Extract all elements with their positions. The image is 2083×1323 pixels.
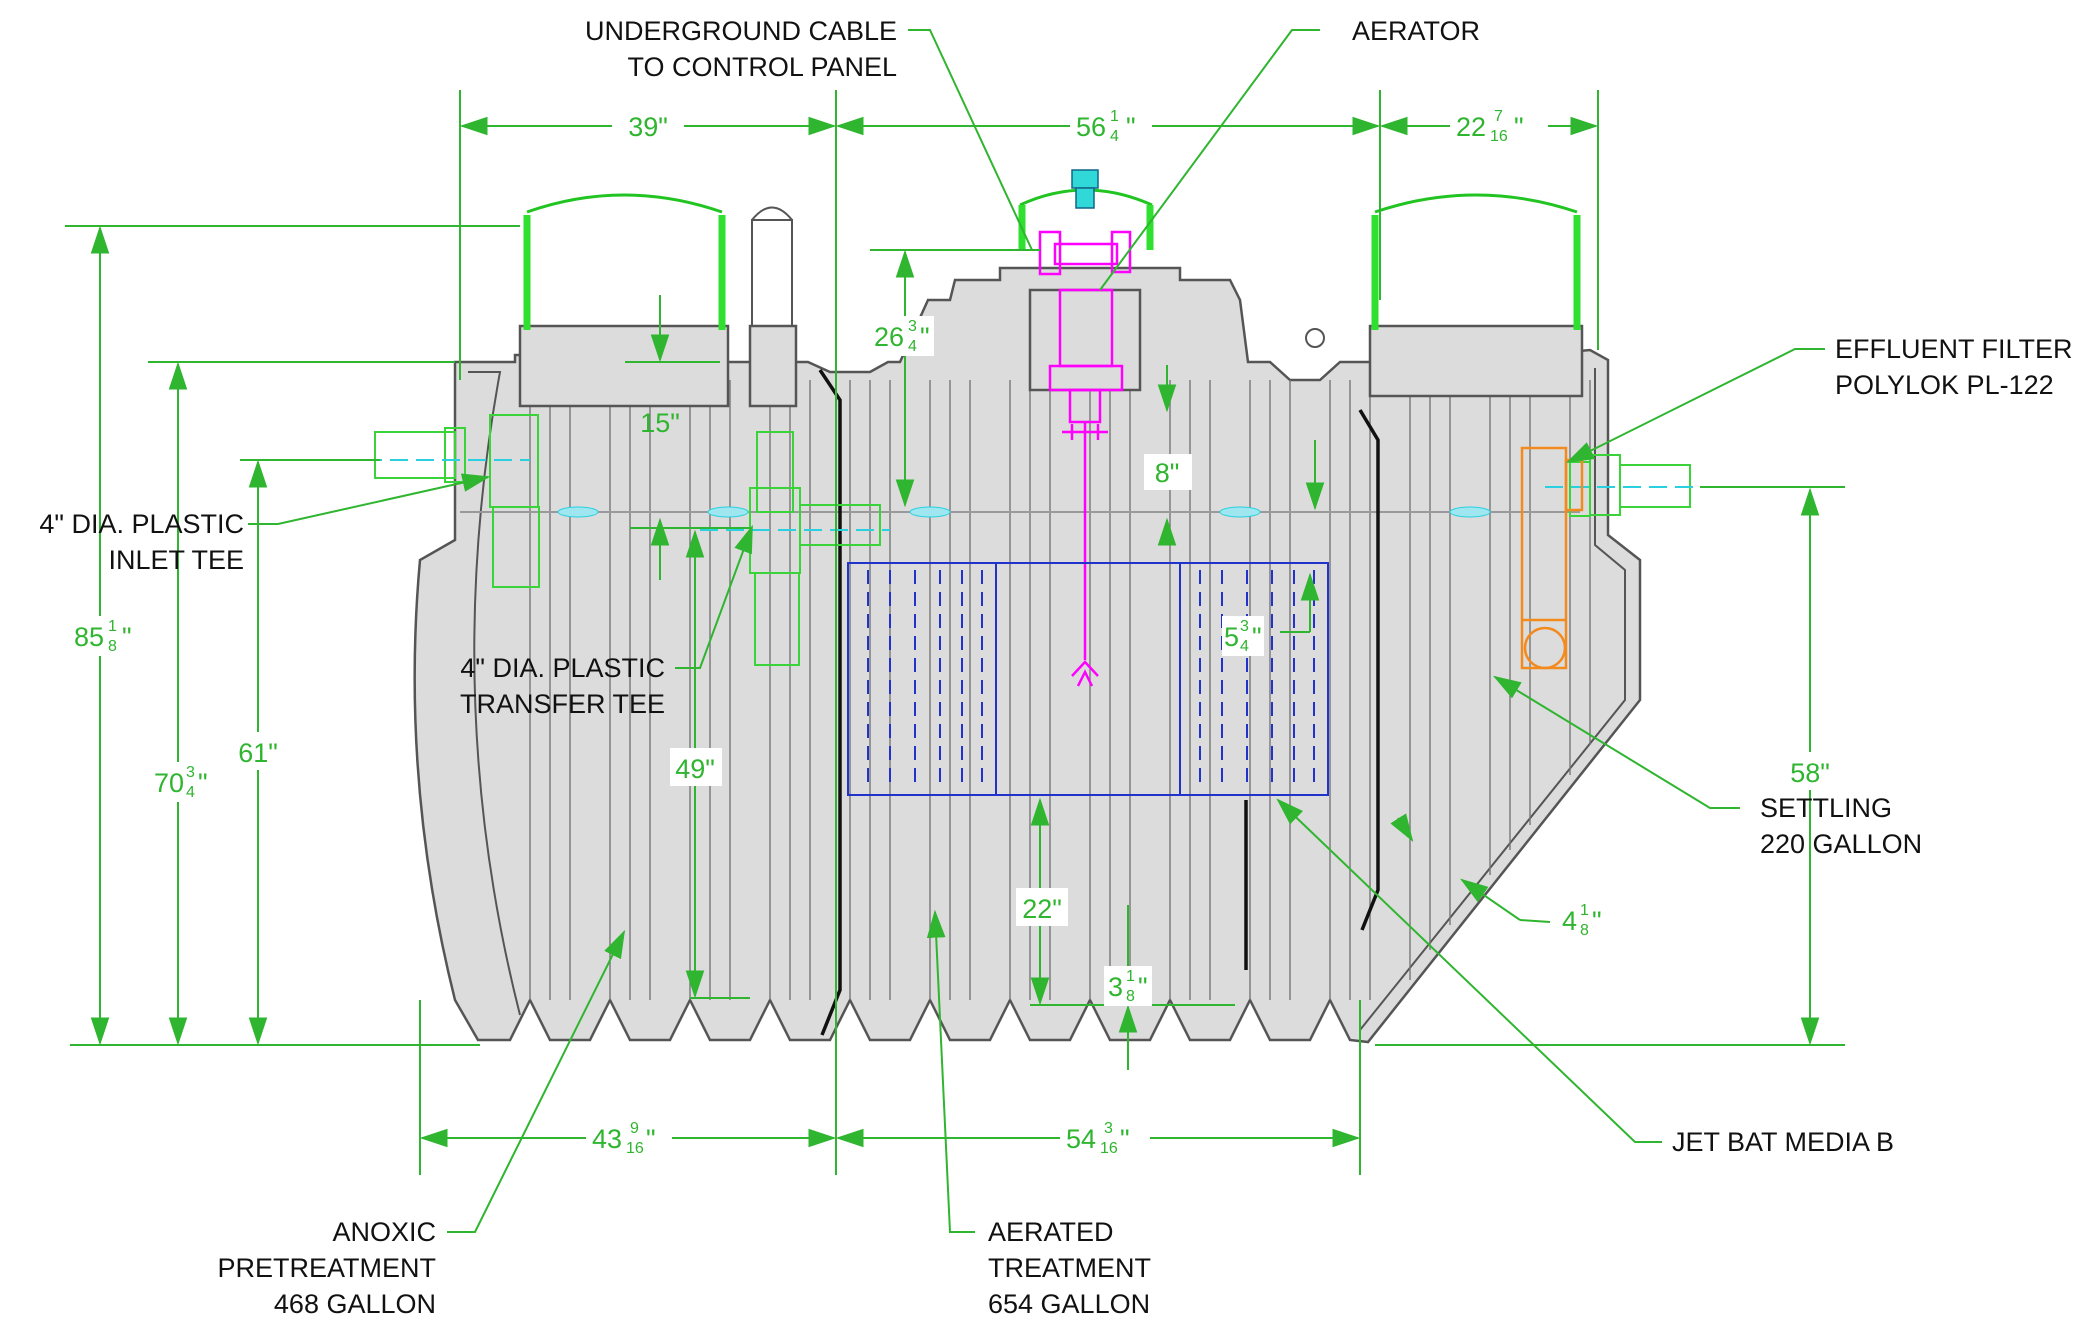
callout-anoxic-2: PRETREATMENT — [217, 1253, 436, 1283]
dim-overall-den: 8 — [108, 638, 117, 655]
dim-4-unit: " — [1592, 906, 1602, 936]
left-riser — [518, 193, 730, 408]
dim-media-offset: 5 3 4 " — [1222, 616, 1264, 656]
dim-drop-8: 8" — [1144, 454, 1192, 490]
callout-jet-bat-media: JET BAT MEDIA B — [1672, 1127, 1894, 1157]
jet-bat-media — [847, 562, 1329, 970]
dim-top-mid-unit: " — [1126, 112, 1136, 142]
dim-3-whole: 3 — [1108, 972, 1123, 1002]
dim-overall-num: 1 — [108, 618, 117, 635]
aerator — [1038, 230, 1132, 687]
dim-baffle-4: 4 1 8 " — [1562, 902, 1602, 939]
dim-26-whole: 26 — [874, 322, 904, 352]
dim-bottom-left-num: 9 — [630, 1120, 639, 1137]
dim-top-right: 22 7 16 " — [1450, 106, 1548, 146]
callout-effluent-filter-1: EFFLUENT FILTER — [1835, 334, 2073, 364]
dim-bottom-left-unit: " — [646, 1124, 656, 1154]
dim-outlet-58: 58" — [1784, 752, 1838, 790]
dim-bottom-mid-den: 16 — [1100, 1140, 1118, 1157]
right-riser — [1305, 193, 1584, 398]
dim-media-num: 3 — [1240, 618, 1249, 635]
dim-top-26: 26 3 4 " — [872, 316, 934, 356]
dim-shell-den: 4 — [186, 784, 195, 801]
dim-top-right-unit: " — [1514, 112, 1524, 142]
transfer-riser — [748, 206, 798, 408]
dim-bottom-left-whole: 43 — [592, 1124, 622, 1154]
dim-overall-unit: " — [122, 622, 132, 652]
dim-bottom-mid-whole: 54 — [1066, 1124, 1096, 1154]
partition-left — [818, 369, 842, 1036]
callout-transfer-tee-1: 4" DIA. PLASTIC — [460, 653, 665, 683]
callout-aerated-2: TREATMENT — [988, 1253, 1151, 1283]
dim-top-left-text: 39" — [628, 112, 668, 142]
callout-effluent-filter-2: POLYLOK PL-122 — [1835, 370, 2054, 400]
dim-shell-height: 70 3 4 " — [150, 762, 214, 802]
dim-3-unit: " — [1138, 972, 1148, 1002]
water-level-marks — [557, 506, 1491, 518]
dim-4-num: 1 — [1580, 902, 1589, 919]
dim-inlet-height-text: 61" — [238, 738, 278, 768]
dim-bottom-left-den: 16 — [626, 1140, 644, 1157]
dim-top-right-den: 16 — [1490, 128, 1508, 145]
dim-bottom-mid-unit: " — [1120, 1124, 1130, 1154]
leader-lines — [248, 29, 1825, 1233]
dim-bottom-22: 22" — [1016, 888, 1068, 926]
dim-bottom-mid-num: 3 — [1104, 1120, 1113, 1137]
dim-top-left: 39" — [612, 106, 684, 144]
dim-media-den: 4 — [1240, 638, 1249, 655]
callout-underground-cable-1: UNDERGROUND CABLE — [585, 16, 897, 46]
dim-top-mid: 56 1 4 " — [1070, 106, 1152, 146]
dim-drop-8-text: 8" — [1155, 458, 1180, 488]
dim-top-mid-num: 1 — [1110, 108, 1119, 125]
callout-aerated-1: AERATED — [988, 1217, 1114, 1247]
dim-49-text: 49" — [675, 754, 715, 784]
dim-top-mid-whole: 56 — [1076, 112, 1106, 142]
inlet-tee — [312, 414, 540, 588]
callout-aerator: AERATOR — [1352, 16, 1480, 46]
callout-anoxic-1: ANOXIC — [332, 1217, 436, 1247]
dim-inlet-height: 61" — [232, 732, 288, 770]
dim-4-whole: 4 — [1562, 906, 1577, 936]
callout-aerated-3: 654 GALLON — [988, 1289, 1150, 1319]
dim-58-text: 58" — [1790, 758, 1830, 788]
dim-26-num: 3 — [908, 318, 917, 335]
dim-shell-num: 3 — [186, 764, 195, 781]
dim-3-num: 1 — [1126, 968, 1135, 985]
callout-settling-1: SETTLING — [1760, 793, 1892, 823]
dim-media-whole: 5 — [1224, 622, 1239, 652]
callout-inlet-tee-1: 4" DIA. PLASTIC — [39, 509, 244, 539]
callout-anoxic-3: 468 GALLON — [274, 1289, 436, 1319]
dim-bottom-left: 43 9 16 " — [586, 1118, 672, 1158]
dim-bottom-mid: 54 3 16 " — [1060, 1118, 1150, 1158]
dim-media-unit: " — [1252, 622, 1262, 652]
callout-inlet-tee-2: INLET TEE — [108, 545, 244, 575]
dim-26-unit: " — [920, 322, 930, 352]
dim-3-den: 8 — [1126, 988, 1135, 1005]
dim-22-text: 22" — [1022, 894, 1062, 924]
dim-4-den: 8 — [1580, 922, 1589, 939]
dim-top-right-whole: 22 — [1456, 112, 1486, 142]
callout-settling-2: 220 GALLON — [1760, 829, 1922, 859]
dim-26-den: 4 — [908, 338, 917, 355]
dim-overall-whole: 85 — [74, 622, 104, 652]
callout-transfer-tee-2: TRANSFER TEE — [460, 689, 665, 719]
callout-underground-cable-2: TO CONTROL PANEL — [627, 52, 897, 82]
dim-bottom-3: 3 1 8 " — [1104, 966, 1152, 1006]
dim-transfer-49: 49" — [670, 748, 722, 786]
dim-shell-unit: " — [198, 768, 208, 798]
dim-top-mid-den: 4 — [1110, 128, 1119, 145]
dim-top-right-num: 7 — [1494, 108, 1503, 125]
center-riser — [1018, 169, 1154, 392]
partition-right — [1358, 409, 1380, 931]
dim-shell-whole: 70 — [154, 768, 184, 798]
dim-overall-height: 85 1 8 " — [70, 616, 152, 656]
dim-riser-15: 15" — [640, 408, 680, 438]
